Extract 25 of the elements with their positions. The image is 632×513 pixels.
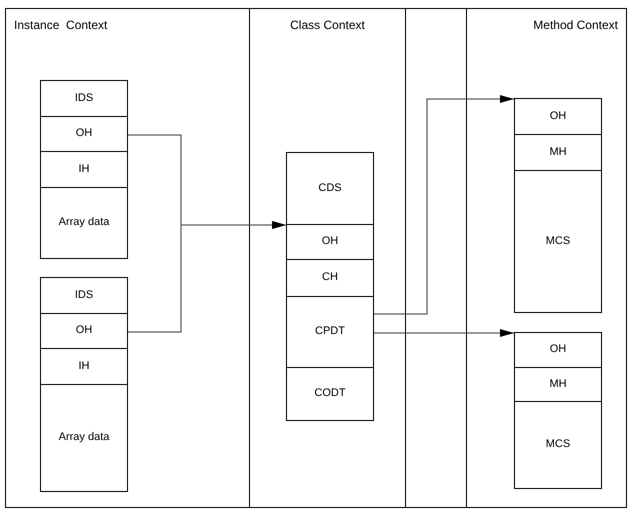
arrow bbox=[374, 95, 514, 314]
panel-title: Instance Context bbox=[14, 19, 108, 31]
memory-field: OH bbox=[514, 98, 602, 135]
memory-field: OH bbox=[514, 332, 602, 368]
arrow bbox=[128, 221, 286, 332]
memory-field: MH bbox=[514, 134, 602, 171]
memory-field: IH bbox=[40, 348, 128, 385]
memory-field: CPDT bbox=[286, 296, 374, 368]
memory-field: IDS bbox=[40, 80, 128, 117]
memory-field: MH bbox=[514, 367, 602, 402]
memory-field: OH bbox=[40, 313, 128, 349]
memory-field: MCS bbox=[514, 401, 602, 489]
memory-field: OH bbox=[286, 224, 374, 260]
memory-field: Array data bbox=[40, 384, 128, 492]
memory-field: MCS bbox=[514, 170, 602, 313]
arrow bbox=[374, 329, 514, 337]
memory-field: IDS bbox=[40, 277, 128, 314]
memory-field: IH bbox=[40, 151, 128, 188]
memory-field: CDS bbox=[286, 152, 374, 225]
panel-title: Method Context bbox=[533, 19, 618, 31]
memory-field: CODT bbox=[286, 367, 374, 421]
panel-title: Class Context bbox=[289, 19, 366, 31]
memory-field: CH bbox=[286, 259, 374, 297]
memory-field: OH bbox=[40, 116, 128, 152]
memory-field: Array data bbox=[40, 187, 128, 259]
